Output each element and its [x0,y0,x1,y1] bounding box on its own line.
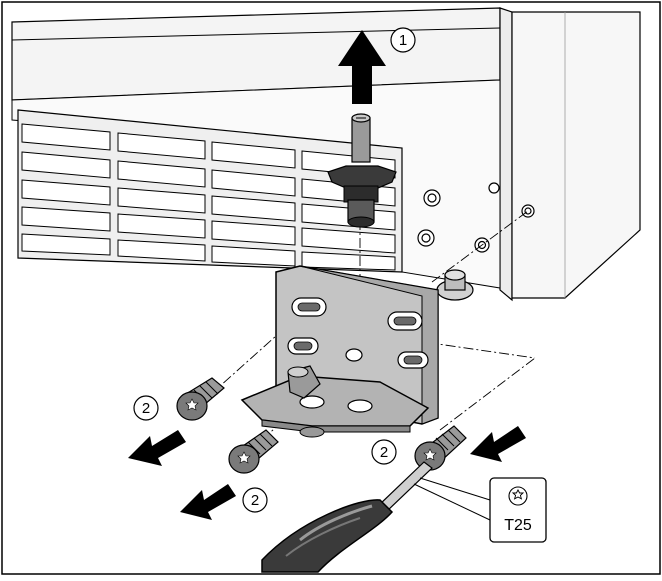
appliance-body [11,7,641,302]
screw-left-top [176,377,225,421]
step-label-1: 1 [399,32,407,49]
tool-callout: T25 [413,477,547,543]
step-label-2b: 2 [251,492,259,509]
remove-arrow-left-bottom-icon [180,484,236,520]
remove-arrow-right-icon [470,426,526,462]
screw-left-bottom [228,429,279,474]
hinge-pin [327,113,397,228]
step-label-2c: 2 [380,444,388,461]
screwdriver [261,461,433,573]
step-badge-2-left-top: 2 [133,395,159,421]
step-badge-2-left-bottom: 2 [242,487,268,513]
torx-icon [508,486,528,506]
step-badge-1: 1 [390,27,416,53]
tool-size-label: T25 [504,517,532,534]
hinge-bracket [240,265,439,438]
remove-arrow-left-top-icon [128,430,186,466]
step-label-2a: 2 [142,400,150,417]
lift-arrow-icon [338,30,386,104]
step-badge-2-right: 2 [371,439,397,465]
